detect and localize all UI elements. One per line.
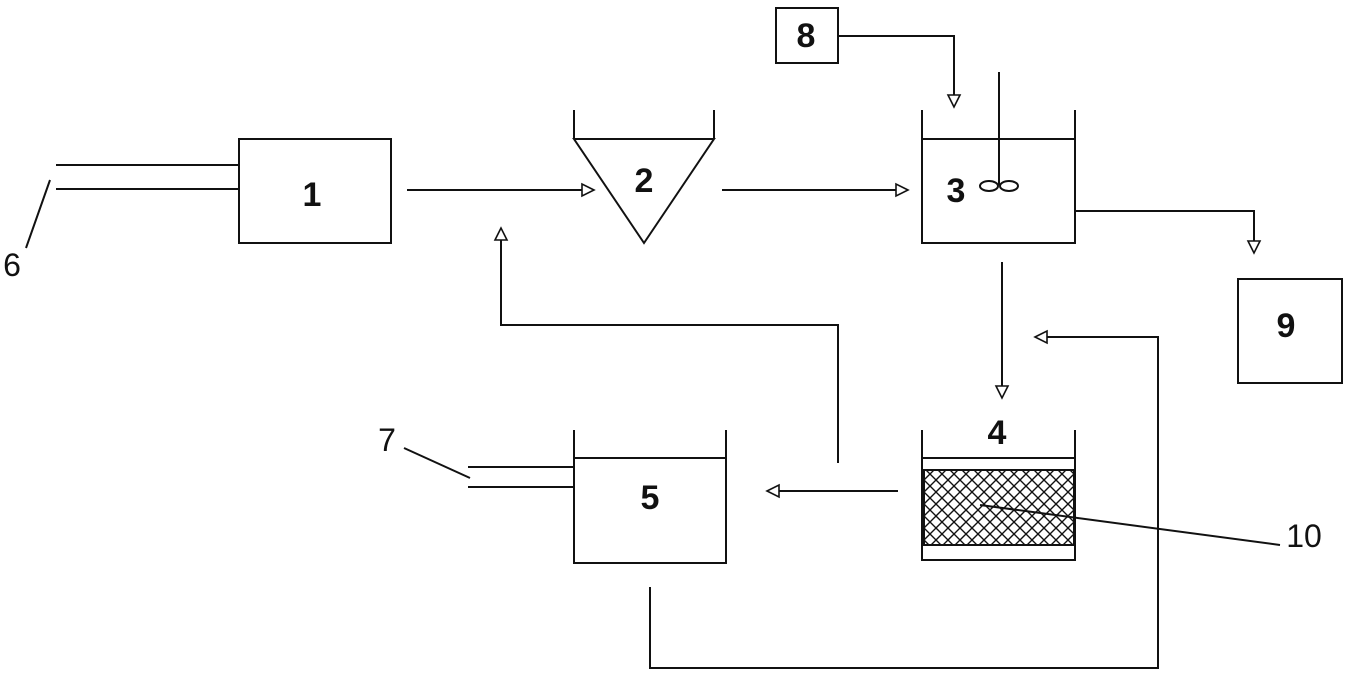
unit-2: 2 — [572, 110, 716, 245]
unit-2-cone — [572, 138, 716, 245]
unit-9: 9 — [1237, 278, 1343, 384]
unit-3: 3 — [921, 72, 1076, 244]
arrowhead — [493, 226, 509, 241]
unit-2-label: 2 — [635, 162, 654, 200]
unit-5-label: 5 — [641, 479, 660, 517]
stirrer-blade-right — [999, 180, 1019, 192]
flow-8-to-3 — [838, 35, 962, 109]
unit-4-label: 4 — [988, 414, 1007, 452]
flow-3-to-4 — [994, 262, 1010, 400]
label-7: 7 — [378, 422, 396, 458]
leader-10 — [979, 504, 1281, 546]
arrowhead — [1033, 329, 1048, 345]
arrowhead — [895, 182, 910, 198]
arrowhead — [765, 483, 780, 499]
unit-9-label: 9 — [1277, 307, 1296, 345]
arrowhead — [994, 385, 1010, 400]
unit-3-label: 3 — [947, 172, 966, 210]
arrowhead — [1246, 240, 1262, 255]
unit-8-box — [775, 7, 839, 64]
unit-1: 1 — [238, 138, 392, 244]
inlet-pipe-7: 7 — [378, 422, 574, 488]
flow-2-to-3 — [722, 182, 910, 198]
flow-5-to-4 — [649, 329, 1159, 669]
arrowhead — [946, 94, 962, 109]
flow-line — [500, 240, 839, 463]
flow-line — [649, 336, 1159, 669]
unit-8: 8 — [775, 7, 839, 64]
flow-return-to-2 — [493, 226, 839, 463]
unit-3-tank — [921, 110, 1076, 244]
unit-5: 5 — [573, 430, 727, 564]
leader-6 — [25, 179, 51, 249]
unit-4: 4 10 — [921, 414, 1322, 561]
flow-4-to-5 — [765, 483, 898, 499]
flow-line — [838, 35, 955, 95]
flow-line — [1075, 210, 1255, 241]
label-6: 6 — [3, 247, 21, 283]
leader-7 — [403, 447, 471, 479]
unit-1-label: 1 — [303, 176, 322, 214]
unit-9-box — [1237, 278, 1343, 384]
inlet-pipe-6: 6 — [3, 164, 239, 283]
label-10: 10 — [1286, 518, 1322, 554]
unit-8-label: 8 — [797, 17, 816, 55]
unit-1-box — [238, 138, 392, 244]
arrowhead — [581, 182, 596, 198]
stirrer-blade-left — [979, 180, 999, 192]
flow-1-to-2 — [407, 182, 596, 198]
unit-5-tank — [573, 430, 727, 564]
flow-3-to-9 — [1075, 210, 1262, 255]
